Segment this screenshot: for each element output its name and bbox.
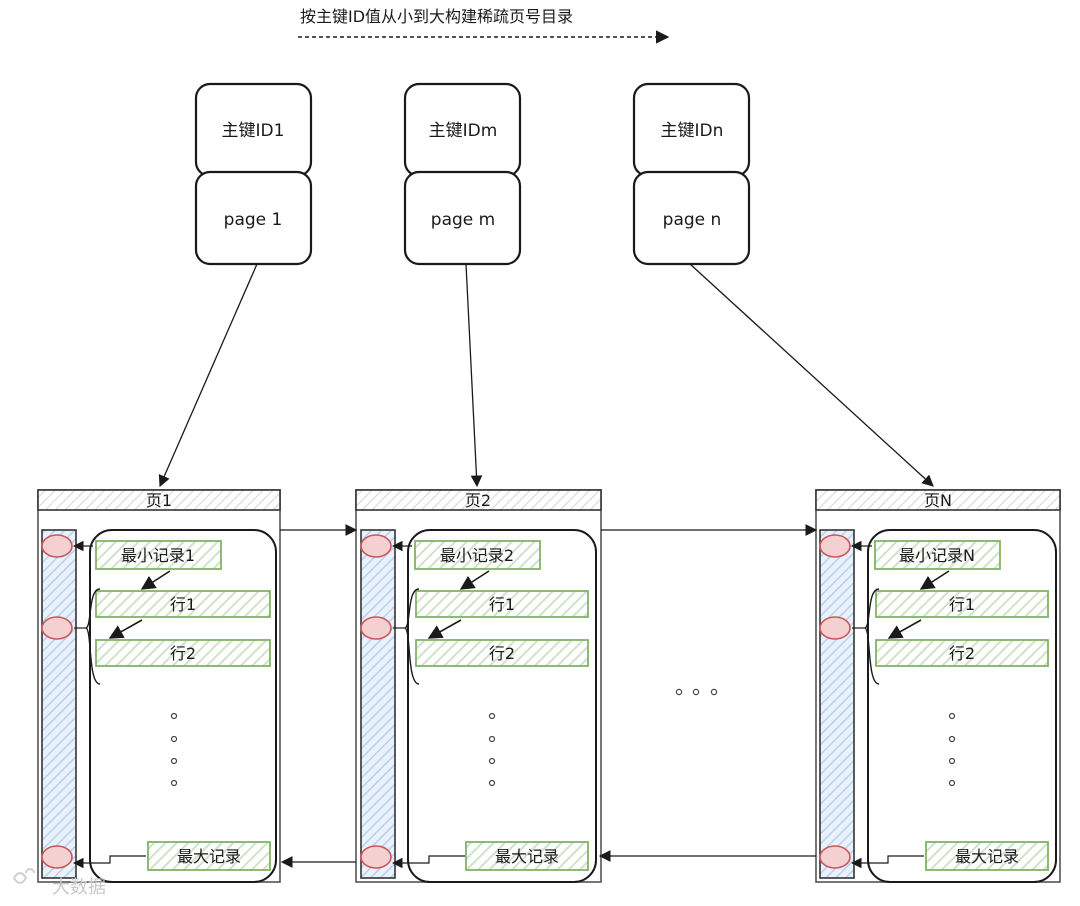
directory-page-label: page 1 [224, 210, 283, 230]
min-record-box [95, 540, 222, 570]
row-2-box [95, 639, 271, 667]
min-record-label: 最小记录N [899, 546, 975, 565]
row-2-box [415, 639, 589, 667]
page-records-area [407, 529, 597, 883]
watermark-text: 大数据 [52, 877, 106, 898]
max-record-label: 最大记录 [177, 847, 241, 866]
page-records-area [867, 529, 1057, 883]
min-to-row1-arrow [919, 570, 950, 590]
ellipsis-dots [488, 712, 496, 787]
row-group-brace [862, 588, 880, 685]
min-record-box [414, 540, 541, 570]
page-title-bar [815, 489, 1061, 511]
directory-key-label: 主键IDm [429, 121, 498, 141]
row1-to-row2-arrow [887, 619, 922, 639]
page-1: 页1 最小记录1 行1 行2 最大记录 [37, 489, 281, 883]
directory-page-box [632, 170, 751, 266]
max-record-label: 最大记录 [955, 847, 1019, 866]
row-2-label: 行2 [170, 644, 196, 663]
directory-page-box [403, 170, 522, 266]
watermark-logo-icon [13, 868, 35, 884]
diagram-title: 按主键ID值从小到大构建稀疏页号目录 [300, 7, 573, 26]
max-record-box [465, 841, 589, 871]
row1-to-row2-arrow [427, 619, 462, 639]
watermark: 大数据 [13, 868, 106, 898]
directory-key-label: 主键ID1 [222, 121, 285, 141]
min-record-box [874, 540, 1001, 570]
row-2-box [875, 639, 1049, 667]
slot-max-link [391, 855, 465, 869]
slot-pointer-max [360, 845, 392, 869]
page-title: 页1 [146, 491, 172, 510]
directory-page-label: page m [431, 210, 495, 230]
page-title: 页N [924, 491, 952, 510]
min-record-label: 最小记录2 [440, 546, 514, 565]
row-2-label: 行2 [949, 644, 975, 663]
slot-pointer-mid [41, 616, 73, 640]
max-record-box [925, 841, 1049, 871]
page-2: 页2 最小记录2 行1 行2 最大记录 [355, 489, 602, 883]
min-to-row1-arrow [140, 570, 171, 590]
row-1-label: 行1 [170, 595, 196, 614]
row-1-label: 行1 [949, 595, 975, 614]
page-title: 页2 [465, 491, 491, 510]
slot-pointer-min [819, 534, 851, 558]
row-1-label: 行1 [489, 595, 515, 614]
slot-pointer-min [360, 534, 392, 558]
directory-key-label: 主键IDn [661, 121, 724, 141]
directory-to-page-1-arrow [158, 263, 258, 488]
row-group-brace [83, 588, 101, 685]
row-group-brace [402, 588, 420, 685]
slot-pointer-mid [360, 616, 392, 640]
slot-pointer-mid [819, 616, 851, 640]
page-records-area [89, 529, 277, 883]
directory-page-label: page n [663, 210, 722, 230]
min-record-label: 最小记录1 [121, 546, 195, 565]
page-title-bar [37, 489, 281, 511]
page-slot-column [819, 529, 855, 879]
page-slot-column [41, 529, 77, 879]
slot-pointer-min [41, 534, 73, 558]
slot-pointer-max [819, 845, 851, 869]
page-slot-column [360, 529, 396, 879]
max-record-label: 最大记录 [495, 847, 559, 866]
directory-to-page-2-arrow [465, 263, 483, 488]
page-n: 页N 最小记录N 行1 行2 最大记录 [815, 489, 1061, 883]
directory-entry-n: 主键IDn page n [632, 82, 751, 266]
row-2-label: 行2 [489, 644, 515, 663]
ellipsis-dots [948, 712, 956, 787]
row-1-box [415, 590, 589, 618]
between-pages-ellipsis [675, 688, 718, 696]
row-1-box [875, 590, 1049, 618]
slot-max-link [850, 855, 924, 869]
row1-to-row2-arrow [108, 619, 143, 639]
slot-pointer-max [41, 845, 73, 869]
directory-entry-m: 主键IDm page m [403, 82, 522, 266]
slot-max-link [72, 855, 146, 869]
directory-page-box [194, 170, 313, 266]
row-1-box [95, 590, 271, 618]
ellipsis-dots [170, 712, 178, 787]
directory-to-page-n-arrow [689, 263, 934, 487]
page-title-bar [355, 489, 602, 511]
max-record-box [147, 841, 271, 871]
min-to-row1-arrow [459, 570, 490, 590]
directory-entry-1: 主键ID1 page 1 [194, 82, 313, 266]
